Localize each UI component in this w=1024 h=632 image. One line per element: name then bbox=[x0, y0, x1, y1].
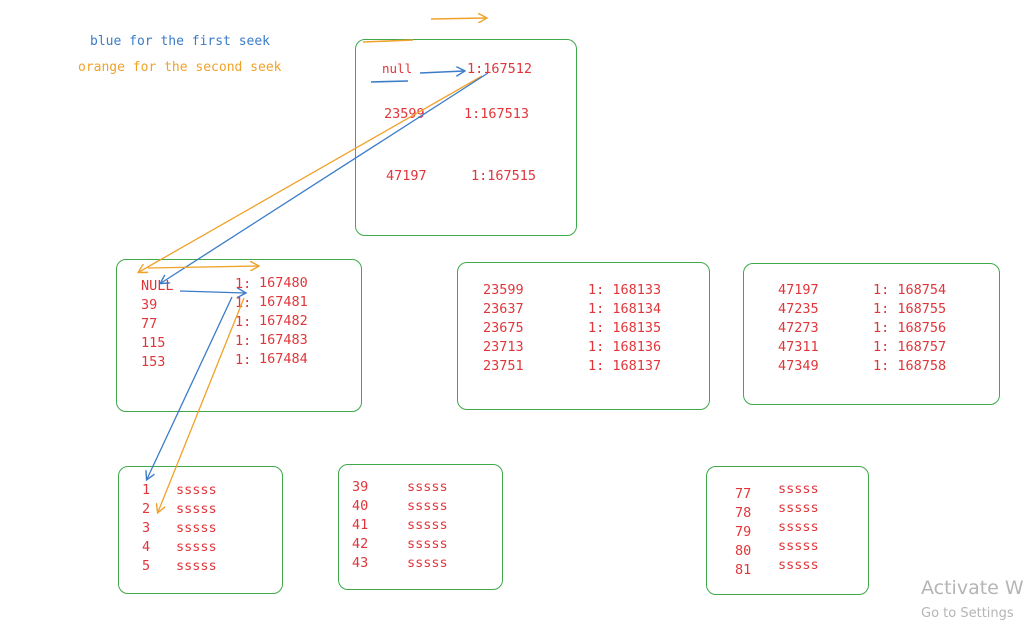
intermediate-3-key: 47349 bbox=[778, 358, 819, 374]
intermediate-2-keys: 23599 23637 23675 23713 23751 bbox=[483, 281, 524, 376]
intermediate-1-key: 153 bbox=[141, 354, 166, 370]
intermediate-3-key: 47235 bbox=[778, 301, 819, 317]
intermediate-1-key: 77 bbox=[141, 316, 158, 332]
intermediate-1-pages: 167480 167481 167482 167483 167484 bbox=[259, 274, 308, 369]
leaf-3-value: sssss bbox=[778, 557, 819, 573]
intermediate-1-page: 167481 bbox=[259, 294, 308, 310]
leaf-3-values: sssss sssss sssss sssss sssss bbox=[778, 480, 819, 575]
intermediate-1-key: 39 bbox=[141, 297, 158, 313]
intermediate-1-page: 167482 bbox=[259, 313, 308, 329]
intermediate-node-3 bbox=[743, 263, 1000, 405]
leaf-1-values: sssss sssss sssss sssss sssss bbox=[176, 481, 217, 576]
root-key-1: 23599 bbox=[384, 106, 425, 122]
leaf-2-key: 42 bbox=[352, 536, 369, 552]
page-prefix: 1: bbox=[235, 295, 252, 311]
intermediate-1-page: 167484 bbox=[259, 351, 308, 367]
leaf-2-value: sssss bbox=[407, 555, 448, 571]
intermediate-3-page: 1: 168756 bbox=[873, 320, 947, 336]
leaf-2-value: sssss bbox=[407, 498, 448, 514]
intermediate-3-keys: 47197 47235 47273 47311 47349 bbox=[778, 281, 819, 376]
intermediate-2-page: 1: 168137 bbox=[588, 358, 662, 374]
leaf-3-key: 80 bbox=[735, 543, 752, 559]
leaf-2-values: sssss sssss sssss sssss sssss bbox=[407, 478, 448, 573]
leaf-1-value: sssss bbox=[176, 520, 217, 536]
page-prefix: 1: bbox=[235, 352, 252, 368]
leaf-3-key: 78 bbox=[735, 505, 752, 521]
intermediate-3-key: 47273 bbox=[778, 320, 819, 336]
page-prefix: 1: bbox=[235, 333, 252, 349]
orange-arrow-top bbox=[430, 18, 486, 19]
leaf-2-value: sssss bbox=[407, 479, 448, 495]
intermediate-1-key: 115 bbox=[141, 335, 166, 351]
leaf-3-key: 79 bbox=[735, 524, 752, 540]
page-prefix: 1: bbox=[235, 276, 252, 292]
leaf-1-key: 2 bbox=[142, 501, 151, 517]
intermediate-2-page: 1: 168133 bbox=[588, 282, 662, 298]
intermediate-2-page: 1: 168135 bbox=[588, 320, 662, 336]
leaf-2-value: sssss bbox=[407, 536, 448, 552]
intermediate-1-page: 167480 bbox=[259, 275, 308, 291]
leaf-3-value: sssss bbox=[778, 538, 819, 554]
intermediate-3-page: 1: 168757 bbox=[873, 339, 947, 355]
intermediate-2-page: 1: 168136 bbox=[588, 339, 662, 355]
intermediate-1-keys: NULL 39 77 115 153 bbox=[141, 277, 174, 372]
leaf-1-key: 3 bbox=[142, 520, 151, 536]
leaf-2-key: 40 bbox=[352, 498, 369, 514]
intermediate-2-key: 23637 bbox=[483, 301, 524, 317]
leaf-3-keys: 77 78 79 80 81 bbox=[735, 485, 751, 580]
page-prefix: 1: bbox=[235, 314, 252, 330]
leaf-3-value: sssss bbox=[778, 481, 819, 497]
leaf-1-value: sssss bbox=[176, 482, 217, 498]
legend-blue-text: blue for the first seek bbox=[90, 34, 271, 49]
legend-orange-text: orange for the second seek bbox=[78, 60, 282, 75]
activate-watermark-title: Activate W bbox=[921, 577, 1024, 599]
intermediate-3-pages: 1: 168754 1: 168755 1: 168756 1: 168757 … bbox=[873, 281, 946, 376]
leaf-3-value: sssss bbox=[778, 500, 819, 516]
intermediate-2-key: 23751 bbox=[483, 358, 524, 374]
leaf-3-value: sssss bbox=[778, 519, 819, 535]
intermediate-3-page: 1: 168754 bbox=[873, 282, 947, 298]
intermediate-2-key: 23713 bbox=[483, 339, 524, 355]
root-page-2: 1:167515 bbox=[471, 168, 537, 184]
intermediate-3-page: 1: 168758 bbox=[873, 358, 947, 374]
leaf-1-value: sssss bbox=[176, 539, 217, 555]
intermediate-3-key: 47311 bbox=[778, 339, 819, 355]
leaf-3-key: 77 bbox=[735, 486, 752, 502]
intermediate-3-key: 47197 bbox=[778, 282, 819, 298]
intermediate-2-page: 1: 168134 bbox=[588, 301, 662, 317]
leaf-1-value: sssss bbox=[176, 501, 217, 517]
root-key-2: 47197 bbox=[386, 168, 427, 184]
root-page-1: 1:167513 bbox=[464, 106, 530, 122]
intermediate-2-key: 23599 bbox=[483, 282, 524, 298]
intermediate-1-key: NULL bbox=[141, 278, 174, 294]
intermediate-3-page: 1: 168755 bbox=[873, 301, 947, 317]
leaf-2-value: sssss bbox=[407, 517, 448, 533]
leaf-3-key: 81 bbox=[735, 562, 752, 578]
intermediate-1-prefixes: 1: 1: 1: 1: 1: bbox=[235, 275, 251, 370]
intermediate-1-page: 167483 bbox=[259, 332, 308, 348]
activate-watermark-subtitle: Go to Settings bbox=[921, 606, 1014, 621]
leaf-2-key: 39 bbox=[352, 479, 369, 495]
leaf-1-key: 5 bbox=[142, 558, 151, 574]
leaf-2-keys: 39 40 41 42 43 bbox=[352, 478, 368, 573]
leaf-1-key: 1 bbox=[142, 482, 151, 498]
intermediate-2-pages: 1: 168133 1: 168134 1: 168135 1: 168136 … bbox=[588, 281, 661, 376]
leaf-node-3 bbox=[706, 466, 869, 595]
leaf-node-2 bbox=[338, 464, 503, 590]
leaf-1-keys: 1 2 3 4 5 bbox=[142, 481, 150, 576]
intermediate-node-2 bbox=[457, 262, 710, 410]
root-page-0: 1:167512 bbox=[467, 61, 533, 77]
leaf-1-key: 4 bbox=[142, 539, 151, 555]
root-key-0: null bbox=[382, 61, 413, 76]
leaf-1-value: sssss bbox=[176, 558, 217, 574]
leaf-2-key: 41 bbox=[352, 517, 369, 533]
intermediate-2-key: 23675 bbox=[483, 320, 524, 336]
leaf-2-key: 43 bbox=[352, 555, 369, 571]
